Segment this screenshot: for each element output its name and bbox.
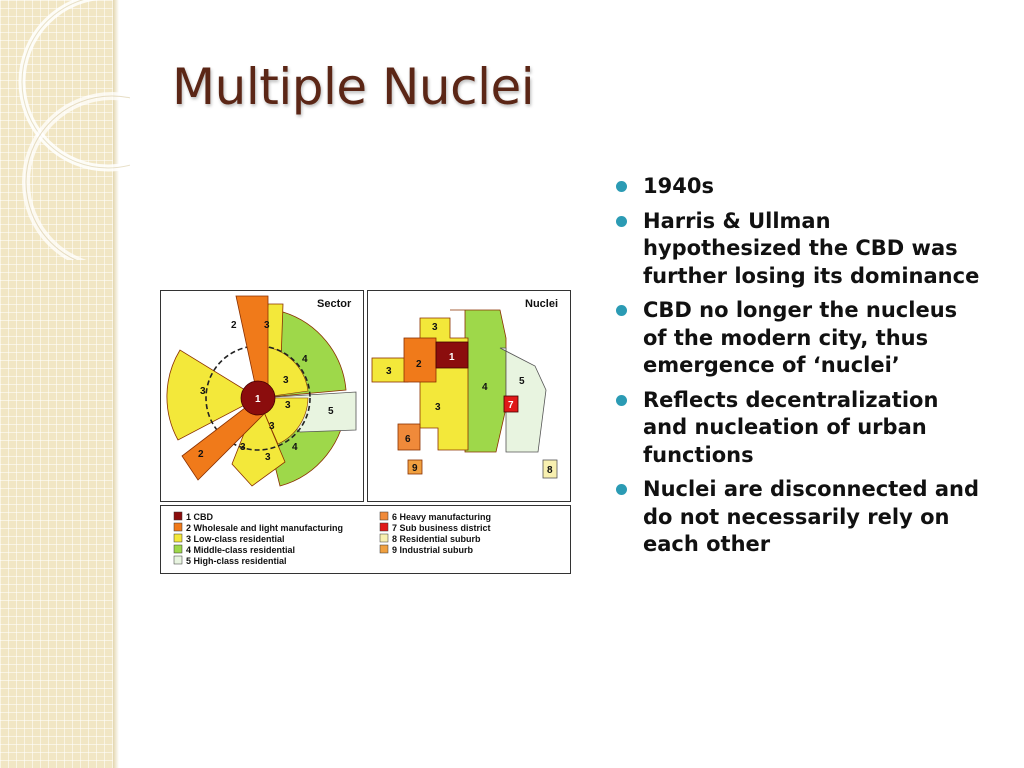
bullet-text: Harris & Ullman hypothesized the CBD was… bbox=[643, 208, 980, 288]
bullet-dot-icon bbox=[616, 181, 627, 192]
bullet-item: 1940s bbox=[616, 173, 986, 201]
sector-label: 3 bbox=[285, 400, 291, 411]
bullet-item: Reflects decentralization and nucleation… bbox=[616, 387, 986, 470]
sector-label: 1 bbox=[255, 394, 261, 405]
legend-entry: 8 Residential suburb bbox=[392, 534, 481, 544]
sector-label: 3 bbox=[265, 452, 271, 463]
legend-entry: 2 Wholesale and light manufacturing bbox=[186, 523, 343, 533]
sector-model-panel: Sector 1 2 3 3 3 2 3 4 3 3 3 4 bbox=[160, 290, 364, 502]
nuclei-title: Nuclei bbox=[525, 298, 558, 310]
sector-label: 5 bbox=[328, 406, 334, 417]
legend-entry: 9 Industrial suburb bbox=[392, 545, 474, 555]
bullet-dot-icon bbox=[616, 484, 627, 495]
nuclei-label: 9 bbox=[412, 463, 418, 474]
sector-label: 3 bbox=[283, 375, 289, 386]
sector-label: 2 bbox=[231, 320, 237, 331]
nuclei-label: 3 bbox=[386, 366, 392, 377]
bullet-dot-icon bbox=[616, 394, 627, 406]
sector-title: Sector bbox=[317, 298, 352, 310]
bullet-text: Reflects decentralization and nucleation… bbox=[643, 387, 939, 467]
bullet-dot-icon bbox=[616, 215, 627, 227]
sector-label: 4 bbox=[292, 442, 298, 453]
legend-entry: 7 Sub business district bbox=[392, 523, 491, 533]
sector-label: 4 bbox=[302, 354, 308, 365]
sector-label: 2 bbox=[198, 449, 204, 460]
bullet-item: Harris & Ullman hypothesized the CBD was… bbox=[616, 208, 986, 291]
nuclei-label: 8 bbox=[547, 465, 553, 476]
sector-label: 3 bbox=[264, 320, 270, 331]
nuclei-label: 2 bbox=[416, 359, 422, 370]
bullet-text: 1940s bbox=[643, 174, 714, 198]
nuclei-label: 7 bbox=[508, 400, 514, 411]
legend-entry: 5 High-class residential bbox=[186, 556, 287, 566]
legend-entry: 4 Middle-class residential bbox=[186, 545, 295, 555]
slide-title: Multiple Nuclei bbox=[172, 58, 535, 116]
sector-label: 3 bbox=[269, 421, 275, 432]
legend-entry: 3 Low-class residential bbox=[186, 534, 285, 544]
bullet-item: CBD no longer the nucleus of the modern … bbox=[616, 297, 986, 380]
urban-models-figure: Sector 1 2 3 3 3 2 3 4 3 3 3 4 bbox=[160, 290, 571, 574]
nuclei-label: 4 bbox=[482, 382, 488, 393]
bullet-item: Nuclei are disconnected and do not neces… bbox=[616, 476, 986, 559]
decorative-side-edge bbox=[113, 0, 119, 768]
nuclei-label: 5 bbox=[519, 376, 525, 387]
legend-entry: 6 Heavy manufacturing bbox=[392, 512, 491, 522]
sector-label: 3 bbox=[240, 442, 246, 453]
nuclei-label: 1 bbox=[449, 352, 455, 363]
nuclei-label: 6 bbox=[405, 434, 411, 445]
bullet-list: 1940s Harris & Ullman hypothesized the C… bbox=[616, 173, 986, 566]
bullet-text: Nuclei are disconnected and do not neces… bbox=[643, 477, 979, 556]
bullet-dot-icon bbox=[616, 305, 627, 316]
nuclei-label: 3 bbox=[435, 402, 441, 413]
figure-legend: 1 CBD 2 Wholesale and light manufacturin… bbox=[160, 505, 571, 574]
bullet-text: CBD no longer the nucleus of the modern … bbox=[643, 298, 958, 377]
nuclei-label: 3 bbox=[432, 322, 438, 333]
sector-label: 3 bbox=[200, 386, 206, 397]
decorative-side-strip bbox=[0, 0, 113, 768]
legend-entry: 1 CBD bbox=[186, 512, 214, 522]
decorative-rings bbox=[18, 0, 130, 260]
nuclei-model-panel: Nuclei 3 2 1 3 4 5 3 7 6 9 8 bbox=[367, 290, 571, 502]
